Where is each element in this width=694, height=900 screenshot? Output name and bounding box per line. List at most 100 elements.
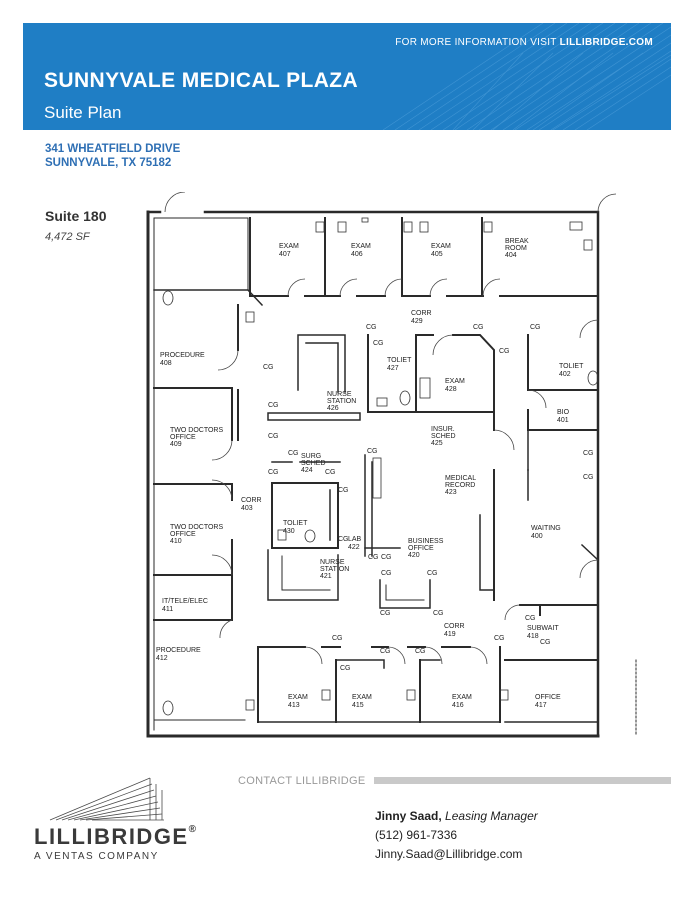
room-name: NURSE xyxy=(320,559,345,566)
room-number: 427 xyxy=(387,365,399,372)
contact-heading: CONTACT LILLIBRIDGE xyxy=(238,775,366,787)
room-name: WAITING xyxy=(531,525,561,532)
header-banner: FOR MORE INFORMATION VISIT LILLIBRIDGE.C… xyxy=(23,23,671,130)
room-name: STATION xyxy=(327,398,356,405)
room-number: 424 xyxy=(301,467,313,474)
room-name: OFFICE xyxy=(535,694,561,701)
contact-phone[interactable]: (512) 961-7336 xyxy=(375,828,458,842)
contact-email[interactable]: Jinny.Saad@Lillibridge.com xyxy=(375,847,523,861)
cg-label: CG xyxy=(338,487,349,494)
room-name: EXAM xyxy=(452,694,472,701)
cg-label: CG xyxy=(263,364,274,371)
room-name: RECORD xyxy=(445,482,475,489)
cg-label: CG xyxy=(583,474,594,481)
room-name: EXAM xyxy=(431,243,451,250)
room-number: 416 xyxy=(452,702,464,709)
room-number: 407 xyxy=(279,251,291,258)
cg-label: CG xyxy=(338,536,349,543)
cg-label: CG xyxy=(380,648,391,655)
room-name: BIO xyxy=(557,409,570,416)
cg-label: CG xyxy=(366,324,377,331)
room-number: 400 xyxy=(531,533,543,540)
room-number: 417 xyxy=(535,702,547,709)
banner-line-pattern xyxy=(382,23,671,130)
room-name: CORR xyxy=(411,310,432,317)
cg-label: CG xyxy=(499,348,510,355)
cg-label: CG xyxy=(325,469,336,476)
address-line-1: 341 WHEATFIELD DRIVE xyxy=(45,143,181,155)
room-name: TOLIET xyxy=(387,357,412,364)
suite-size: 4,472 SF xyxy=(45,231,90,243)
logo-registered-mark: ® xyxy=(188,824,198,835)
cg-label: CG xyxy=(373,340,384,347)
page-title: SUNNYVALE MEDICAL PLAZA xyxy=(44,69,359,92)
address-line-2: SUNNYVALE, TX 75182 xyxy=(45,157,172,169)
room-name: EXAM xyxy=(288,694,308,701)
cg-label: CG xyxy=(473,324,484,331)
logo-name: LILLIBRIDGE xyxy=(34,824,189,849)
room-number: 409 xyxy=(170,441,182,448)
room-name: ROOM xyxy=(505,245,527,252)
cg-label: CG xyxy=(368,554,379,561)
floor-plan: EXAM 407 EXAM 406 EXAM 405 BREAK ROOM 40… xyxy=(146,192,637,738)
room-name: SCHED xyxy=(431,433,456,440)
cg-label: CG xyxy=(268,433,279,440)
room-name: CORR xyxy=(241,497,262,504)
more-info-prefix: FOR MORE INFORMATION VISIT xyxy=(395,37,560,48)
room-number: 422 xyxy=(348,544,360,551)
room-number: 404 xyxy=(505,252,517,259)
cg-label: CG xyxy=(288,450,299,457)
room-name: BUSINESS xyxy=(408,538,444,545)
cg-label: CG xyxy=(415,648,426,655)
room-number: 415 xyxy=(352,702,364,709)
room-number: 426 xyxy=(327,405,339,412)
logo-tagline: A VENTAS COMPANY xyxy=(34,851,159,862)
contact-person: Jinny Saad, Leasing Manager xyxy=(375,809,538,823)
room-number: 406 xyxy=(351,251,363,258)
room-labels: EXAM 407 EXAM 406 EXAM 405 BREAK ROOM 40… xyxy=(156,238,584,709)
room-number: 411 xyxy=(162,606,173,613)
cg-label: CG xyxy=(530,324,541,331)
room-number: 403 xyxy=(241,505,253,512)
cg-label: CG xyxy=(367,448,378,455)
cg-label: CG xyxy=(268,402,279,409)
room-number: 410 xyxy=(170,538,182,545)
room-name: CORR xyxy=(444,623,465,630)
suite-name: Suite 180 xyxy=(45,208,107,224)
cg-label: CG xyxy=(380,610,391,617)
room-name: EXAM xyxy=(352,694,372,701)
room-name: BREAK xyxy=(505,238,529,245)
cg-label: CG xyxy=(433,610,444,617)
more-info-text: FOR MORE INFORMATION VISIT LILLIBRIDGE.C… xyxy=(395,37,653,48)
room-number: 412 xyxy=(156,655,168,662)
cg-label: CG xyxy=(381,554,392,561)
room-number: 421 xyxy=(320,573,332,580)
room-name: OFFICE xyxy=(170,434,196,441)
cg-label: CG xyxy=(494,635,505,642)
room-name: SCHED xyxy=(301,460,326,467)
website-link[interactable]: LILLIBRIDGE.COM xyxy=(559,37,653,48)
room-number: 420 xyxy=(408,552,420,559)
room-name: PROCEDURE xyxy=(160,352,205,359)
room-number: 408 xyxy=(160,360,172,367)
cg-label: CG xyxy=(583,450,594,457)
cg-label: CG xyxy=(381,570,392,577)
room-number: 430 xyxy=(283,528,295,535)
cg-label: CG xyxy=(268,469,279,476)
logo-wordmark: LILLIBRIDGE® xyxy=(34,824,197,850)
room-name: TWO DOCTORS xyxy=(170,524,223,531)
room-number: 423 xyxy=(445,489,457,496)
room-number: 401 xyxy=(557,417,569,424)
cg-label: CG xyxy=(332,635,343,642)
cg-label: CG xyxy=(427,570,438,577)
cg-markers: CG CG CG CG CG CG CG CG CG CG CG CG CG C… xyxy=(263,324,594,672)
lillibridge-logo-icon xyxy=(49,777,164,821)
room-name: SURG xyxy=(301,453,321,460)
room-name: TWO DOCTORS xyxy=(170,427,223,434)
room-number: 429 xyxy=(411,318,423,325)
room-name: EXAM xyxy=(351,243,371,250)
cg-label: CG xyxy=(525,615,536,622)
room-number: 405 xyxy=(431,251,443,258)
room-name: STATION xyxy=(320,566,349,573)
room-name: IT/TELE/ELEC xyxy=(162,598,208,605)
